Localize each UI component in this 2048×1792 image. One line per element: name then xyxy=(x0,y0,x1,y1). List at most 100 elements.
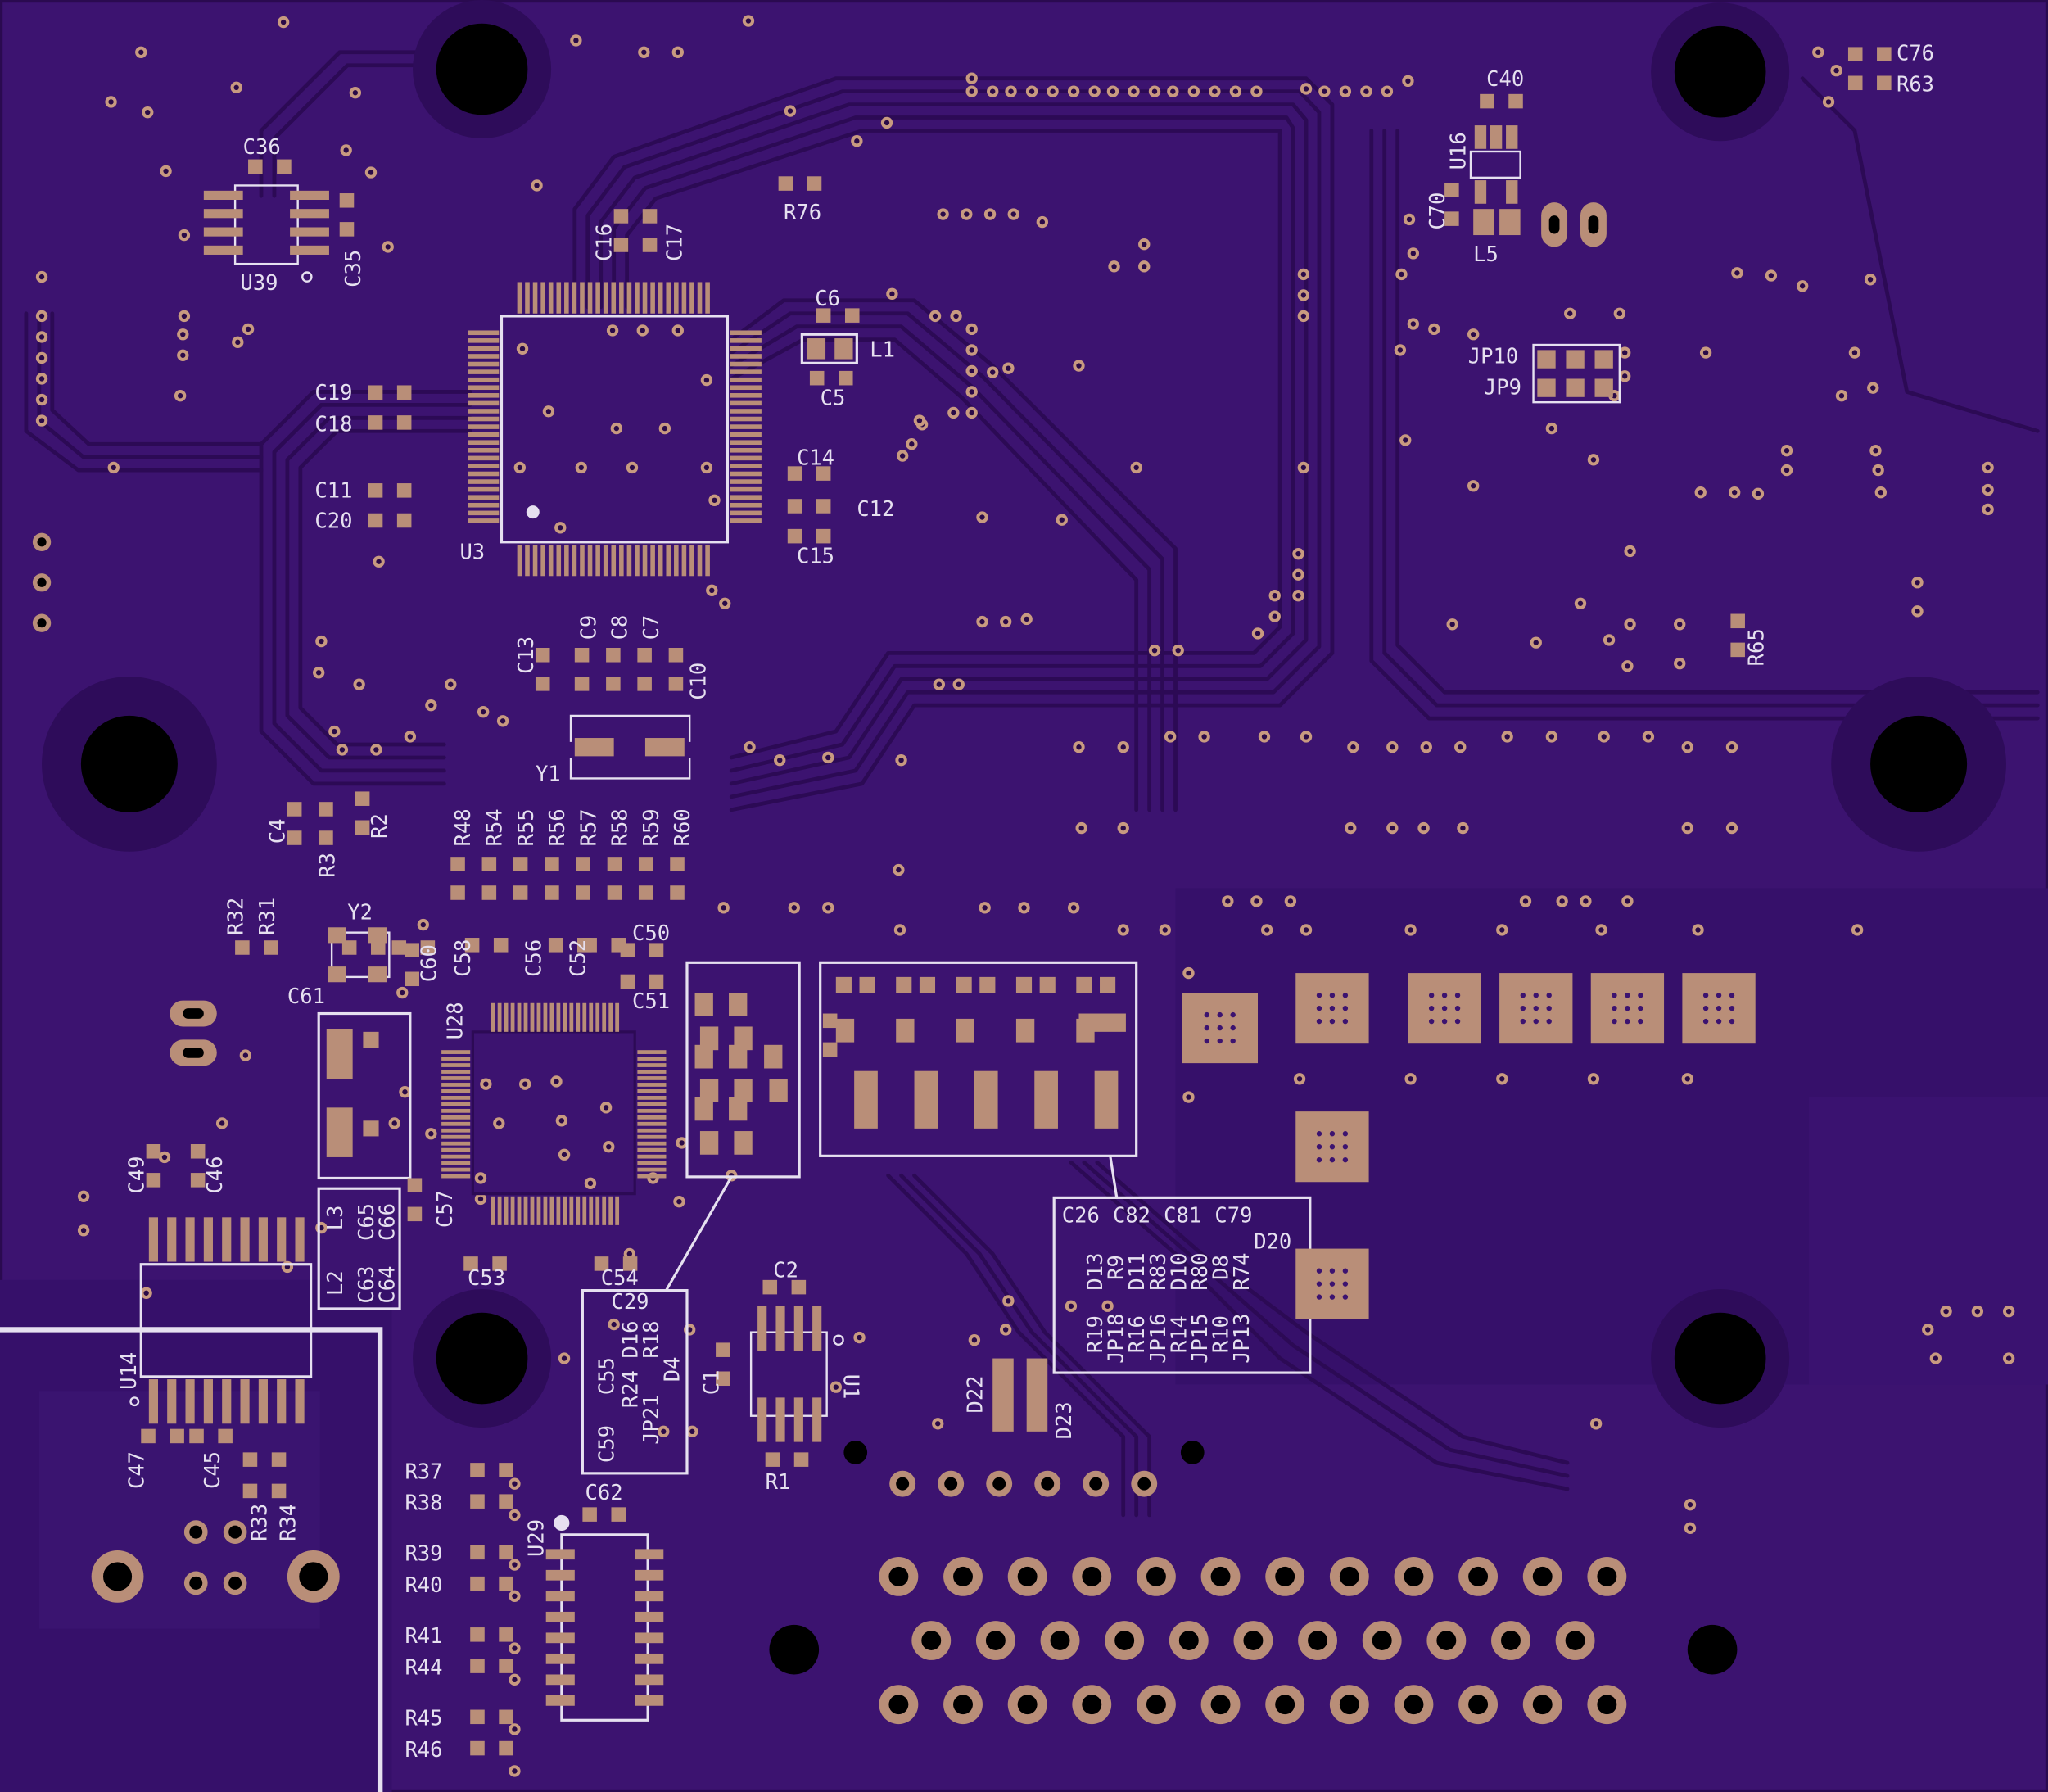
ref-d4: D4 xyxy=(660,1357,685,1382)
ref-r10: R10 xyxy=(1209,1315,1233,1353)
ref-jp10: JP10 xyxy=(1468,344,1518,369)
ref-c18: C18 xyxy=(314,412,352,437)
ref-c61: C61 xyxy=(287,984,325,1009)
ref-u16: U16 xyxy=(1447,132,1472,170)
ref-c1: C1 xyxy=(699,1369,724,1395)
ref-c49: C49 xyxy=(124,1156,149,1194)
ref-d22: D22 xyxy=(963,1375,988,1413)
ref-c50: C50 xyxy=(632,921,670,946)
ref-c8: C8 xyxy=(608,615,633,640)
ref-r60: R60 xyxy=(671,808,695,846)
test-points xyxy=(32,532,52,632)
ref-y1: Y1 xyxy=(536,763,561,787)
ref-c46: C46 xyxy=(203,1156,228,1194)
ref-c52: C52 xyxy=(567,939,591,977)
y1-crystal xyxy=(569,714,691,780)
ref-r40: R40 xyxy=(405,1573,442,1598)
ref-d20: D20 xyxy=(1254,1230,1291,1255)
ref-c2: C2 xyxy=(773,1259,798,1283)
u14-ic xyxy=(129,1217,313,1424)
jp9-jp10-jumpers xyxy=(1532,343,1621,404)
ref-c57: C57 xyxy=(433,1190,458,1228)
mounting-hole xyxy=(1651,2,1790,142)
ref-c82: C82 xyxy=(1113,1204,1151,1229)
ref-c6: C6 xyxy=(815,287,840,311)
mounting-hole xyxy=(413,1289,552,1428)
via-field xyxy=(35,15,2015,1777)
ref-r41: R41 xyxy=(405,1624,442,1649)
ref-c4: C4 xyxy=(266,818,291,844)
ref-c40: C40 xyxy=(1486,67,1524,92)
mounting-hole xyxy=(769,1624,820,1675)
ref-jp13: JP13 xyxy=(1230,1314,1255,1364)
mounting-holes xyxy=(42,0,2006,1675)
ref-c53: C53 xyxy=(468,1266,505,1291)
ref-c60: C60 xyxy=(418,944,442,982)
ref-r37: R37 xyxy=(405,1459,442,1484)
ref-c58: C58 xyxy=(451,939,476,977)
ref-r31: R31 xyxy=(255,898,280,935)
ref-c81: C81 xyxy=(1164,1204,1201,1229)
ref-l3: L3 xyxy=(323,1206,348,1231)
ref-r32: R32 xyxy=(224,898,249,935)
ref-r57: R57 xyxy=(576,808,601,846)
ref-d11: D11 xyxy=(1125,1253,1150,1291)
ref-c55: C55 xyxy=(595,1357,620,1395)
ref-u1: U1 xyxy=(838,1374,862,1400)
ref-r1: R1 xyxy=(766,1470,791,1495)
ref-c7: C7 xyxy=(640,615,664,640)
mounting-hole xyxy=(1180,1441,1205,1464)
ref-c29: C29 xyxy=(611,1290,649,1315)
u28-qfp-ic xyxy=(441,1002,667,1225)
ref-jp9: JP9 xyxy=(1484,376,1521,400)
ref-c66: C66 xyxy=(376,1203,400,1241)
ref-c35: C35 xyxy=(341,250,366,287)
ref-r9: R9 xyxy=(1105,1255,1129,1280)
ref-c51: C51 xyxy=(632,989,670,1014)
ref-l2: L2 xyxy=(323,1270,348,1296)
ref-l5: L5 xyxy=(1473,242,1499,267)
u39-soic xyxy=(203,184,329,283)
mounting-hole xyxy=(1651,1289,1790,1428)
y2-crystal xyxy=(328,927,391,983)
ref-d8: D8 xyxy=(1209,1255,1233,1280)
ref-c79: C79 xyxy=(1214,1204,1252,1229)
ref-c64: C64 xyxy=(376,1266,400,1304)
ref-r74: R74 xyxy=(1230,1253,1255,1291)
ref-c26: C26 xyxy=(1062,1204,1100,1229)
ref-u39: U39 xyxy=(240,271,278,296)
ref-r16: R16 xyxy=(1125,1315,1150,1353)
ref-r58: R58 xyxy=(608,808,633,846)
power-pad-blocks xyxy=(1182,973,1756,1319)
ref-c9: C9 xyxy=(576,615,601,640)
oval-pads xyxy=(170,202,1607,1066)
ref-d10: D10 xyxy=(1167,1253,1191,1291)
u3-qfp-ic xyxy=(468,282,762,577)
ref-c70: C70 xyxy=(1426,192,1450,230)
ref-r38: R38 xyxy=(405,1491,442,1516)
ref-r83: R83 xyxy=(1146,1253,1171,1291)
ref-jp15: JP15 xyxy=(1188,1314,1213,1364)
mounting-hole xyxy=(1831,677,2006,852)
smd-passives xyxy=(141,47,1892,1756)
ref-r19: R19 xyxy=(1083,1315,1108,1353)
ref-r59: R59 xyxy=(640,808,664,846)
ref-l1: L1 xyxy=(870,337,895,362)
ref-c36: C36 xyxy=(243,135,281,160)
ref-r48: R48 xyxy=(451,808,476,846)
ref-c16: C16 xyxy=(592,224,617,261)
u16-sot23 xyxy=(1469,125,1521,236)
ref-c15: C15 xyxy=(797,544,834,568)
u29-soic xyxy=(545,1514,664,1722)
ref-c5: C5 xyxy=(821,386,846,410)
ref-r65: R65 xyxy=(1744,628,1769,666)
ref-c54: C54 xyxy=(601,1266,639,1291)
ref-jp18: JP18 xyxy=(1105,1314,1129,1364)
silk-outlines xyxy=(317,961,1312,1475)
usb-connector xyxy=(0,1327,383,1792)
ref-c17: C17 xyxy=(663,224,688,261)
ref-jp16: JP16 xyxy=(1146,1314,1171,1364)
ref-u14: U14 xyxy=(117,1352,142,1390)
ref-r63: R63 xyxy=(1897,73,1934,97)
ref-c56: C56 xyxy=(522,939,546,977)
